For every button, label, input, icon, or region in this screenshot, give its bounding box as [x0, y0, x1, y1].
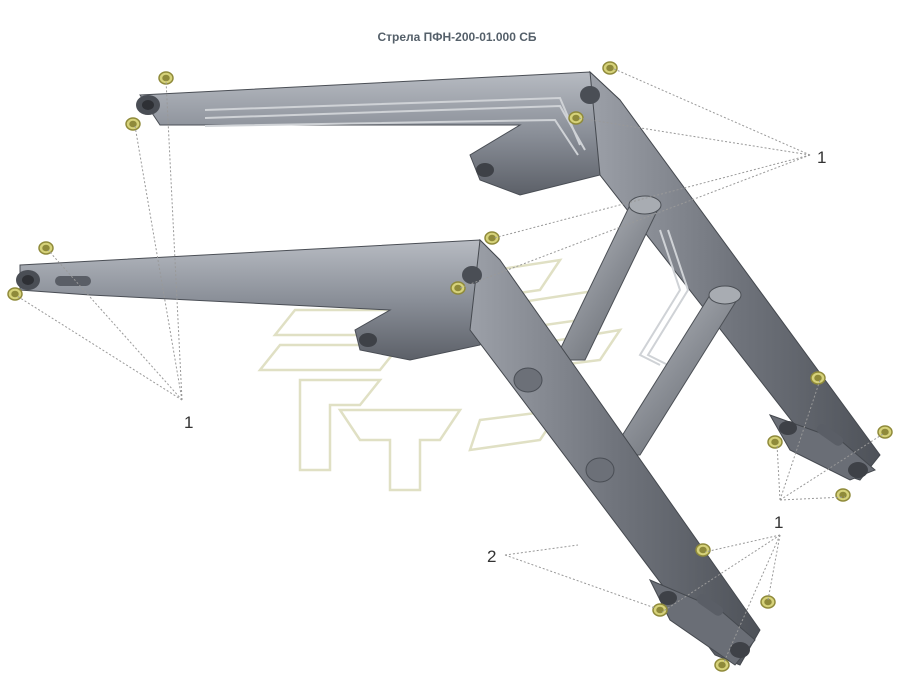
- bushing: [835, 488, 851, 502]
- bushing: [602, 61, 618, 75]
- pivot-hole-front-mid: [359, 333, 377, 347]
- bushings: [7, 61, 893, 672]
- hydraulic-lines: [204, 96, 690, 366]
- cross-tubes: [554, 195, 742, 456]
- bushing: [484, 231, 500, 245]
- bushing: [695, 543, 711, 557]
- bushing: [760, 595, 776, 609]
- boom-arm-back: [136, 70, 881, 481]
- pivot-hole-back-mid: [476, 163, 494, 177]
- bushing: [714, 658, 730, 672]
- bushing: [38, 241, 54, 255]
- bushing: [652, 603, 668, 617]
- leader-lines: [16, 67, 884, 663]
- callout-1-left: 1: [184, 413, 193, 432]
- pivot-hole-back-foot: [848, 462, 868, 478]
- pivot-hole-front-top: [462, 266, 482, 284]
- bushing: [125, 117, 141, 131]
- bushing: [158, 71, 174, 85]
- pivot-hole-back-top: [580, 86, 600, 104]
- pivot-hole-front-foot: [730, 642, 750, 658]
- callout-1-top-right: 1: [817, 148, 826, 167]
- boom-arm-front: [16, 238, 761, 666]
- bushing: [7, 287, 23, 301]
- drawing-title: Стрела ПФН-200-01.000 СБ: [377, 30, 537, 44]
- bushing: [450, 281, 466, 295]
- bushing: [568, 111, 584, 125]
- bushing: [767, 435, 783, 449]
- bushing: [877, 425, 893, 439]
- callout-2: 2: [487, 547, 496, 566]
- callout-1-bottom-right: 1: [774, 513, 783, 532]
- bushing: [810, 371, 826, 385]
